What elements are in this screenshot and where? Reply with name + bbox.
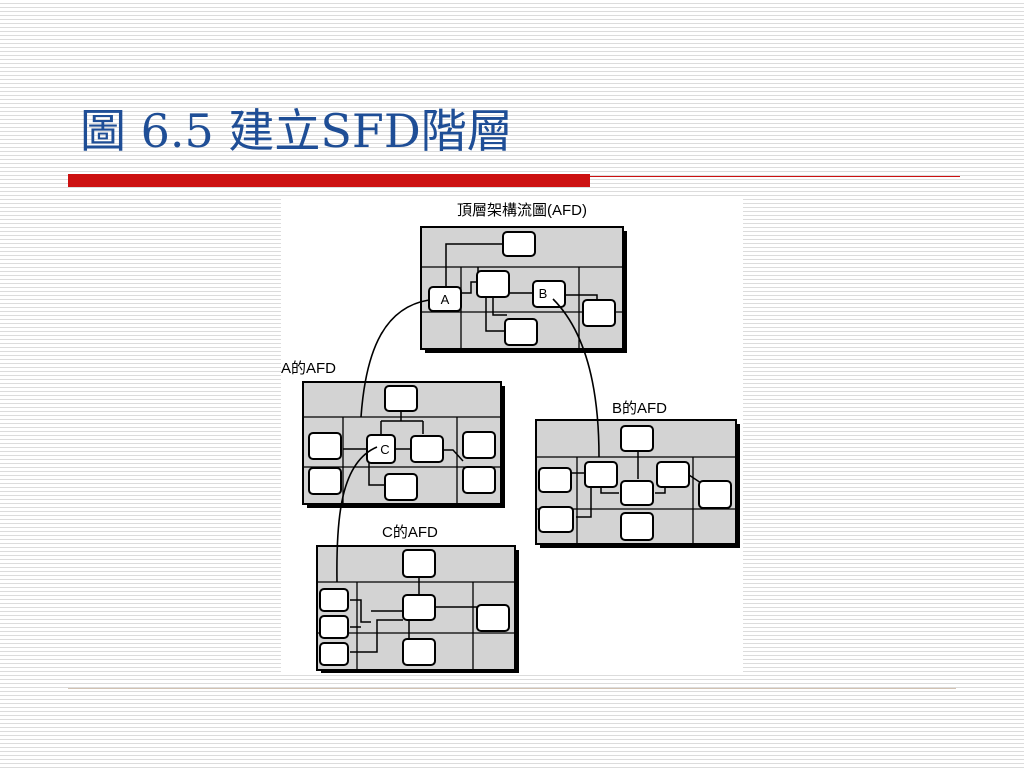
a-afd-label: A的AFD — [281, 360, 336, 377]
footer-divider-line — [68, 688, 956, 689]
c-afd-label: C的AFD — [382, 524, 438, 541]
top-afd-label: 頂層架構流圖(AFD) — [457, 202, 587, 219]
top-afd-chart: A B — [420, 226, 627, 353]
connector-b — [552, 298, 600, 458]
b-afd-chart — [535, 419, 740, 548]
b-afd-label: B的AFD — [612, 400, 667, 417]
title-divider-line — [590, 176, 960, 177]
title-accent-bar — [68, 174, 590, 187]
a-afd-chart: C — [302, 381, 505, 508]
slide-title: 圖 6.5 建立SFD階層 — [80, 104, 513, 158]
connector-c — [336, 446, 378, 583]
node-c-label: C — [380, 442, 389, 457]
node-b-label: B — [539, 286, 548, 301]
connector-a — [360, 299, 430, 418]
node-a-label: A — [441, 292, 450, 307]
sfd-hierarchy-diagram: A B C — [281, 197, 743, 673]
decomposition-connectors — [336, 298, 600, 583]
c-afd-chart — [316, 545, 519, 673]
